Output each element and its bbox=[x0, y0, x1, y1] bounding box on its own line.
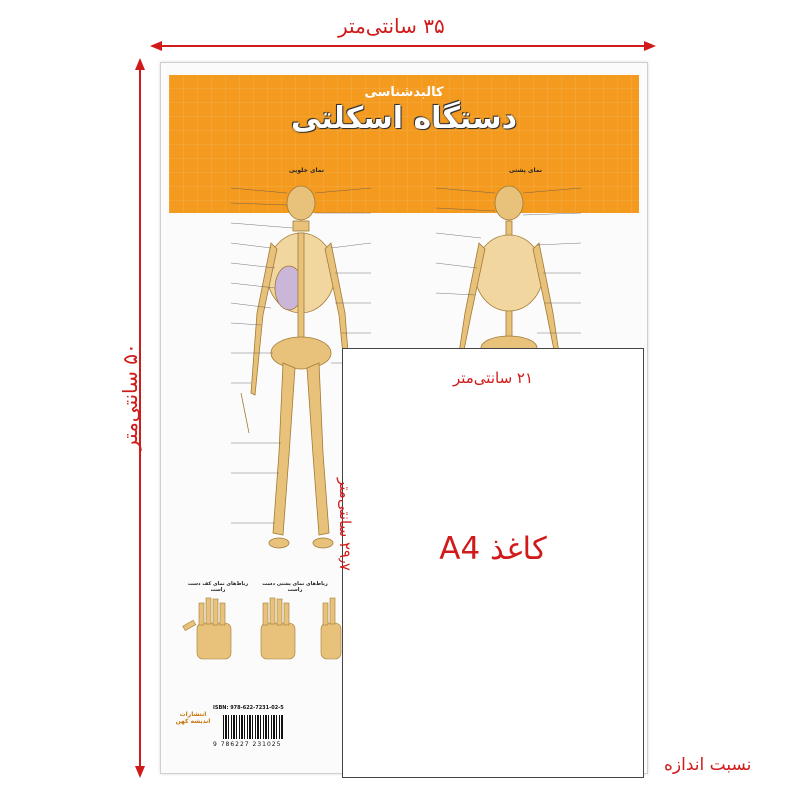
poster-width-label: ۳۵ سانتی‌متر bbox=[338, 14, 445, 38]
hand-palm-title: رباط‌های نمای کف دست راست bbox=[187, 581, 249, 593]
a4-height-label: ۲۹٫۷ سانتی‌متر bbox=[336, 478, 354, 571]
hand-back-title: رباط‌های نمای پشتی دست راست bbox=[262, 581, 328, 593]
publisher-logo: انتشارات اندیشه کهن bbox=[175, 711, 211, 725]
poster-header: کالبدشناسی دستگاه اسکلتی bbox=[169, 75, 639, 213]
size-ratio-caption: نسبت اندازه bbox=[664, 755, 752, 775]
back-view-label: نمای پشتی bbox=[509, 167, 542, 174]
poster-title: دستگاه اسکلتی bbox=[290, 101, 518, 136]
front-skeleton bbox=[240, 185, 362, 549]
skeleton-illustrations bbox=[182, 185, 582, 660]
front-label-lines bbox=[230, 187, 372, 524]
a4-width-label: ۲۱ سانتی‌متر bbox=[452, 369, 534, 387]
back-label-lines bbox=[435, 187, 582, 334]
isbn-text: ISBN: 978-622-7231-02-5 bbox=[213, 705, 284, 711]
a4-paper: ۲۱ سانتی‌متر کاغذ A4 bbox=[342, 348, 644, 778]
poster-height-label: ۵۰ سانتی‌متر bbox=[118, 343, 142, 450]
front-view-label: نمای جلویی bbox=[289, 167, 324, 174]
poster-subtitle: کالبدشناسی bbox=[364, 85, 444, 100]
a4-label: کاغذ A4 bbox=[439, 531, 547, 567]
barcode-digits: 9 786227 231025 bbox=[213, 741, 282, 748]
barcode bbox=[223, 715, 283, 739]
hand-illustrations bbox=[182, 597, 342, 660]
